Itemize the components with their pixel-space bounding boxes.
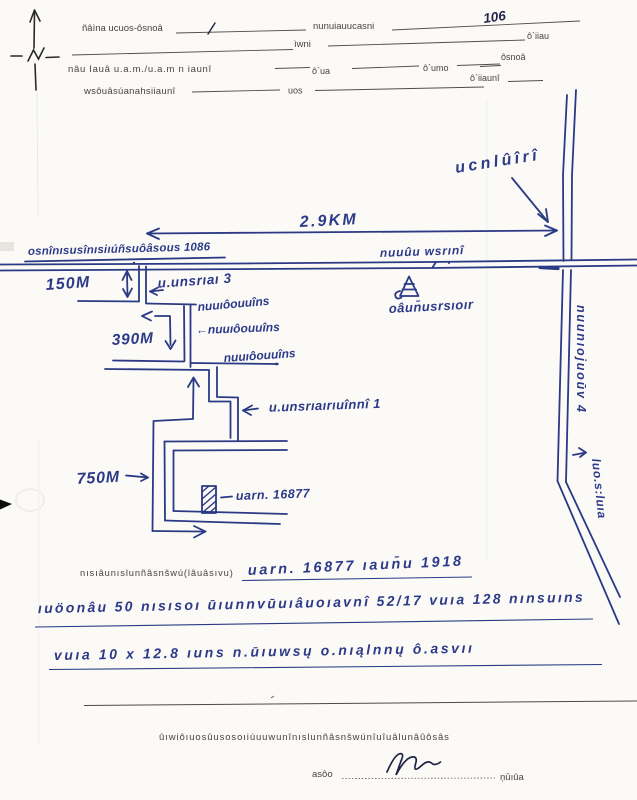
svg-text:uarn. 16877: uarn. 16877 xyxy=(236,486,311,503)
svg-text:nuuıôouuîns: nuuıôouuîns xyxy=(197,294,270,314)
svg-text:750M: 750M xyxy=(76,469,120,488)
svg-text:asôo: asôo xyxy=(312,769,333,780)
svg-text:u.unsrıaırıuînnî 1: u.unsrıaırıuînnî 1 xyxy=(269,396,381,415)
svg-text:nuunıojuoūv 4: nuunıojuoūv 4 xyxy=(574,305,588,414)
svg-text:luo.s:luıa: luo.s:luıa xyxy=(589,458,609,520)
svg-text:106: 106 xyxy=(482,8,507,26)
svg-text:ô`ua: ô`ua xyxy=(312,66,330,76)
svg-text:390M: 390M xyxy=(111,330,154,349)
svg-text:vuıa 10 x 12.8 ıuns n.ūıuwsų: vuıa 10 x 12.8 ıuns n.ūıuwsų o.nıąlnnų ô… xyxy=(54,640,475,663)
svg-text:ûıwiôıuosûusosoıiúuuwunînıslun: ûıwiôıuosûusosoıiúuuwunînıslunñâsnšwúnîu… xyxy=(159,732,450,743)
svg-text:oâun̄usrsıoır: oâun̄usrsıoır xyxy=(388,297,474,316)
svg-text:nunuiauucasni: nunuiauucasni xyxy=(313,21,374,32)
svg-text:nısıâunıslunñâsnšwú(lâuâsıvu): nısıâunıslunñâsnšwú(lâuâsıvu) xyxy=(80,568,234,578)
svg-text:nuuıôouuîns: nuuıôouuîns xyxy=(223,346,296,365)
svg-text:u.unsrıaı 3: u.unsrıaı 3 xyxy=(157,271,232,291)
svg-text:ô`iiau: ô`iiau xyxy=(527,31,549,41)
svg-text:osnînısusînısiıúñsuôâsous 1086: osnînısusînısiıúñsuôâsous 1086 xyxy=(28,241,211,258)
svg-text:uos: uos xyxy=(288,86,303,96)
svg-text:2.9KM: 2.9KM xyxy=(298,211,358,231)
svg-text:nâu Iauâ u.a.m./u.a.m n iaun: nâu Iauâ u.a.m./u.a.m n iaunî xyxy=(68,64,212,75)
svg-text:nuuûu wsrınî: nuuûu wsrınî xyxy=(380,243,466,260)
svg-text:150M: 150M xyxy=(45,274,91,294)
svg-text:ņūıûa: ņūıûa xyxy=(500,772,524,783)
svg-text:ôsnoâ: ôsnoâ xyxy=(501,52,526,62)
svg-text:←nuuıôouuîns: ←nuuıôouuîns xyxy=(196,320,281,337)
svg-text:ñâìna ucuos-ôsnoâ: ñâìna ucuos-ôsnoâ xyxy=(82,23,164,34)
svg-text:ìwni: ìwni xyxy=(294,39,311,50)
svg-text:wsôuâsúanahsiiaunî: wsôuâsúanahsiiaunî xyxy=(83,86,176,97)
svg-text:ô`iiaunî: ô`iiaunî xyxy=(470,73,500,83)
svg-text:ô`umo: ô`umo xyxy=(423,63,449,73)
